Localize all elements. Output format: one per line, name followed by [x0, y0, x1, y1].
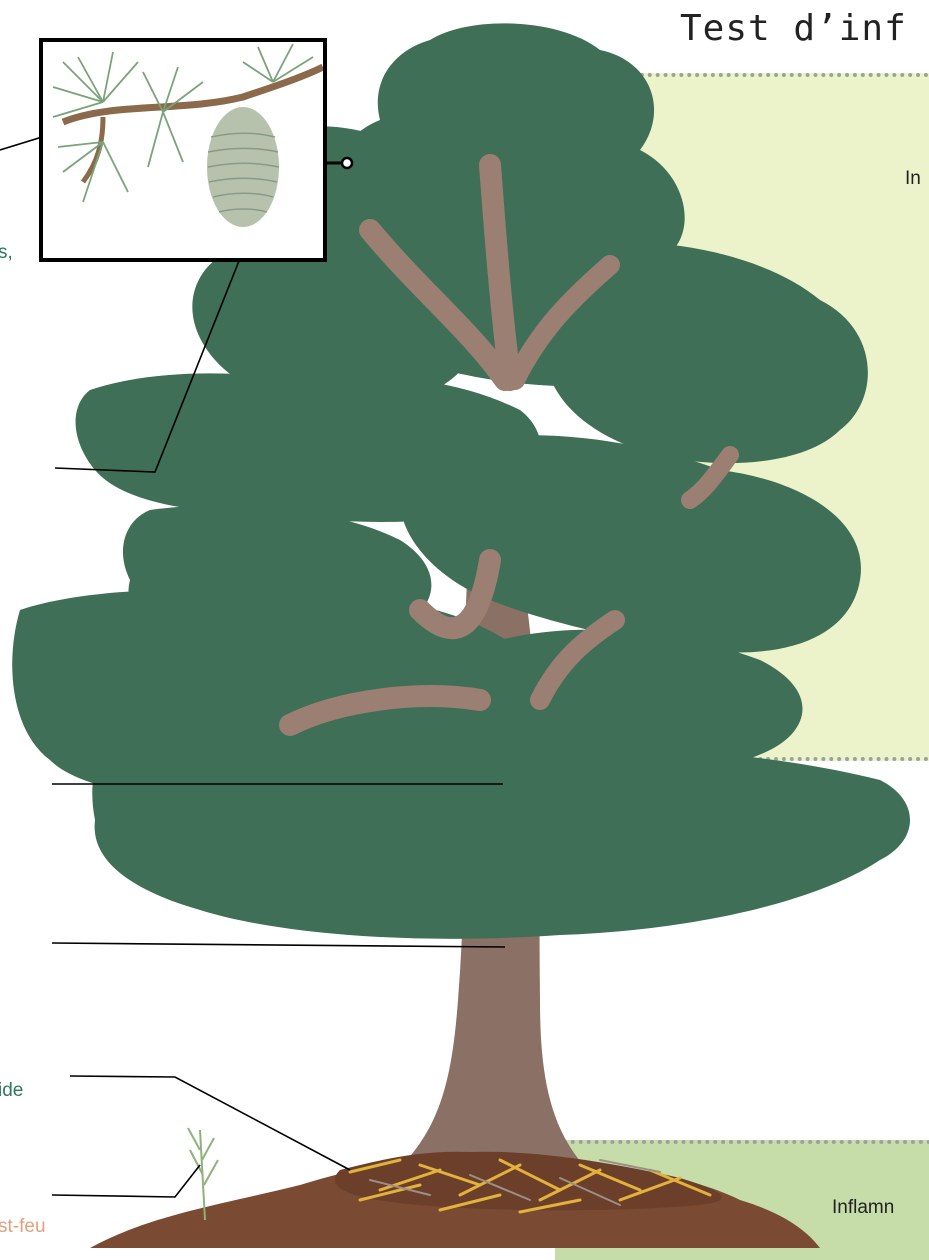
inset-branch-cone-image	[39, 38, 327, 262]
left-label-orange: st-feu	[0, 1216, 46, 1238]
lower-zone-label: Inflamn	[832, 1197, 894, 1219]
cedar-branch-cone-icon	[43, 42, 323, 258]
left-label-green-1: s,	[0, 242, 13, 264]
page-title: Test d’inf	[680, 8, 907, 49]
connector-dot	[342, 158, 352, 168]
left-label-green-2: ide	[0, 1080, 23, 1102]
upper-zone-label: In	[905, 168, 921, 190]
